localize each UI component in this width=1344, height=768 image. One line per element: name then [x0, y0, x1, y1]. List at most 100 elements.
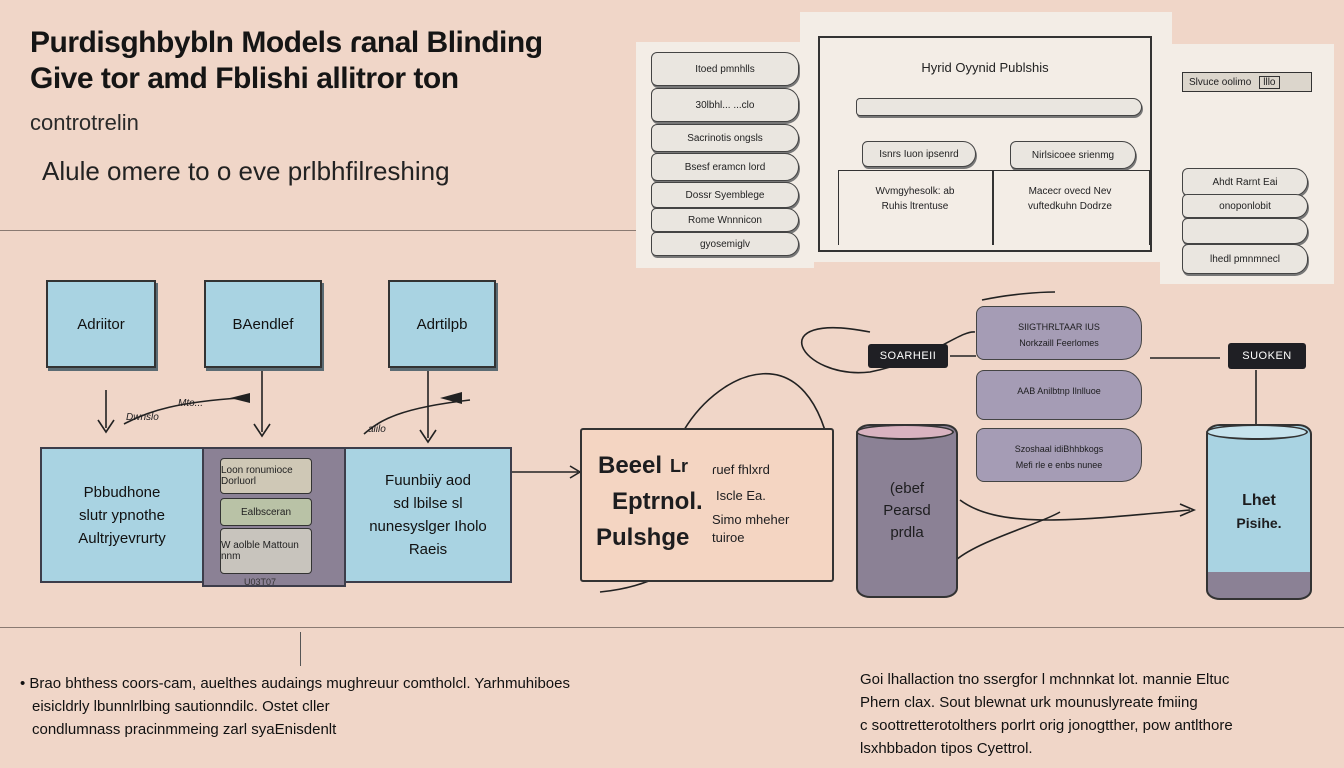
scroll-line: Szoshaal idiBhhbkogs: [1014, 444, 1104, 454]
footer-left-line: condlumnass pracinmmeing zarl syaEnisden…: [32, 721, 337, 738]
pink-small-2: Iscle Ea.: [716, 488, 766, 503]
arrow-head-1: [97, 419, 115, 434]
top-right-label-text: Slvuce oolimo: [1189, 76, 1252, 88]
top-panel-tab-right: Nirlsicoee srienmg: [1010, 141, 1136, 169]
top-right-stack-item: [1182, 218, 1308, 244]
top-panel-col-right-box: [992, 170, 1150, 245]
scribble-label-3: alilo: [368, 424, 386, 435]
cylinder-right: Lhet Pisihe.: [1206, 424, 1312, 600]
footer-left-line: eisicldrly lbunnlrlbing sautionndilc. Os…: [32, 698, 330, 715]
cyl-line: prdla: [890, 524, 924, 541]
cylinder-mid: (ebef Pearsd prdla: [856, 424, 958, 598]
top-right-stack-item: Ahdt Rarnt Eai: [1182, 168, 1308, 196]
pink-big-3: Pulshge: [596, 524, 690, 551]
col-right-line: vuftedkuhn Dodrze: [1028, 201, 1112, 212]
arrow-fill-2: [230, 393, 250, 403]
box-line: nunesyslger Iholo: [369, 518, 487, 535]
arc-pink-top: [683, 372, 833, 461]
scroll-line: Norkzaill Feerlomes: [1019, 338, 1099, 348]
stack-item: Dossr Syemblege: [651, 182, 799, 208]
stack-item: gyosemiglv: [651, 232, 799, 256]
pink-small-1: ɾuef fhlxrd: [712, 462, 770, 477]
footer-right: Goi lhallaction tno ssergfor l mchnnkat …: [860, 668, 1320, 760]
arrow-head-2: [253, 423, 271, 438]
stack-item: Rome Wnnnicon: [651, 208, 799, 232]
footer-left-text: Brao bhthess coors-cam, auelthes audaing…: [29, 675, 570, 692]
pink-big-2: Eptrnol.: [612, 488, 703, 515]
top-panel-col-right: Macecr ovecd Nev vuftedkuhn Dodrze: [992, 184, 1148, 214]
header-divider: [0, 230, 636, 231]
squiggle-2: [363, 399, 471, 435]
cyl-line: (ebef: [889, 480, 925, 497]
top-panel-col-left: Wvmgyhesolk: ab Ruhis ltrentuse: [838, 184, 992, 214]
box-pbbudhone: Pbbudhone slutr ypnothe Aultrjyevrurty: [40, 447, 204, 583]
scroll-line: Mefi rle e enbs nunee: [1015, 460, 1103, 470]
label-soar: SOARHEII: [868, 344, 948, 368]
scroll-2: AAB Anilbtnp Ilnlluoe: [976, 370, 1142, 420]
pink-box: [580, 428, 834, 582]
box-line: sd lbilse sl: [393, 495, 463, 512]
footer-right-line: Goi lhallaction tno ssergfor l mchnnkat …: [860, 671, 1230, 688]
middle-footer: U03T07: [244, 577, 277, 587]
stack-item: 30lbhl... ...clo: [651, 88, 799, 122]
cylinder-right-top: [1206, 424, 1308, 440]
cyl-line: Pearsd: [883, 502, 931, 519]
page-title-line-1: Purdisghbybln Models ɾanal Blinding: [30, 26, 543, 59]
pink-big-1: Beeel: [598, 452, 663, 479]
top-right-stack-item: onoponlobit: [1182, 194, 1308, 218]
footer-left-line: • Brao bhthess coors-cam, auelthes audai…: [20, 675, 570, 692]
loop-soar: [801, 326, 976, 374]
pink-big-1b: Lr: [670, 456, 688, 476]
cyl-right-line: Lhet: [1242, 492, 1276, 509]
pink-small-4: tuiroe: [712, 530, 745, 545]
footer-tick: [300, 632, 301, 666]
scroll-line: AAB Anilbtnp Ilnlluoe: [1017, 386, 1101, 396]
page-subtitle: controtrelin: [30, 110, 139, 135]
footer-right-line: c soottretterotolthers porlrt orig jonog…: [860, 717, 1233, 734]
top-panel-col-left-box: [838, 170, 994, 245]
stack-item: Bsesf eramcn lord: [651, 153, 799, 181]
top-panel-banner: [856, 98, 1142, 116]
col-left-line: Wvmgyhesolk: ab: [875, 186, 955, 197]
box-adriitor: Adriitor: [46, 280, 156, 368]
top-right-stack-item: lhedl pmnmnecl: [1182, 244, 1308, 274]
footer-divider: [0, 627, 1344, 628]
cylinder-mid-top: [856, 424, 954, 440]
page-tagline: Alule omere to o eve prlbhfilreshing: [42, 156, 450, 186]
top-panel-tab-left: Isnrs Iuon ipsenrd: [862, 141, 976, 167]
arrow-fill-1: [440, 392, 462, 404]
page-title-line-2: Give tor amd Fblishi allitror ton: [30, 62, 459, 95]
top-right-label: Slvuce oolimo lllo: [1182, 72, 1312, 92]
middle-item: Ealbsceran: [220, 498, 312, 526]
box-line: slutr ypnothe: [79, 506, 165, 524]
box-line: Pbbudhone: [83, 483, 161, 501]
top-right-badge: lllo: [1259, 75, 1280, 89]
stack-item: Itoed pmnhlls: [651, 52, 799, 86]
box-adrtilpb: Adrtilpb: [388, 280, 496, 368]
box-line: Aultrjyevrurty: [78, 529, 166, 547]
scribble-label-1: Dwnslo: [126, 412, 159, 423]
scribble-label-2: Mto...: [178, 398, 204, 409]
arrow-head-right: [1179, 503, 1197, 517]
cyl-right-line: Pisihe.: [1236, 515, 1282, 531]
stack-item: Sacrinotis ongsls: [651, 124, 799, 152]
footer-right-line: lsxhbbadon tipos Cyettrol.: [860, 740, 1033, 757]
box-fuunbiiy: Fuunbiiy aod sd lbilse sl nunesyslger Ih…: [344, 447, 512, 583]
scroll-line: SIIGTHRLTAAR IUS: [1018, 322, 1100, 332]
label-suoken: SUOKEN: [1228, 343, 1306, 369]
scribble-top: [981, 291, 1056, 301]
top-panel-title: Hyrid Oyynid Publshis: [921, 60, 1049, 75]
middle-item: W aolble Mattoun nnm: [220, 528, 312, 574]
pink-small-3: Simo mheher: [712, 512, 790, 527]
arrow-head-3: [419, 429, 437, 444]
scroll-3: Szoshaal idiBhhbkogs Mefi rle e enbs nun…: [976, 428, 1142, 482]
footer-right-line: Phern clax. Sout blewnat urk mounuslyrea…: [860, 694, 1198, 711]
col-right-line: Macecr ovecd Nev: [1028, 186, 1112, 197]
squiggle-1: [123, 397, 241, 425]
middle-item: Loon ronumioce Dorluorl: [220, 458, 312, 494]
box-line: Fuunbiiy aod: [385, 472, 471, 489]
box-baendlef: BAendlef: [204, 280, 322, 368]
col-left-line: Ruhis ltrentuse: [881, 201, 949, 212]
line-cyl-low: [955, 511, 1061, 561]
